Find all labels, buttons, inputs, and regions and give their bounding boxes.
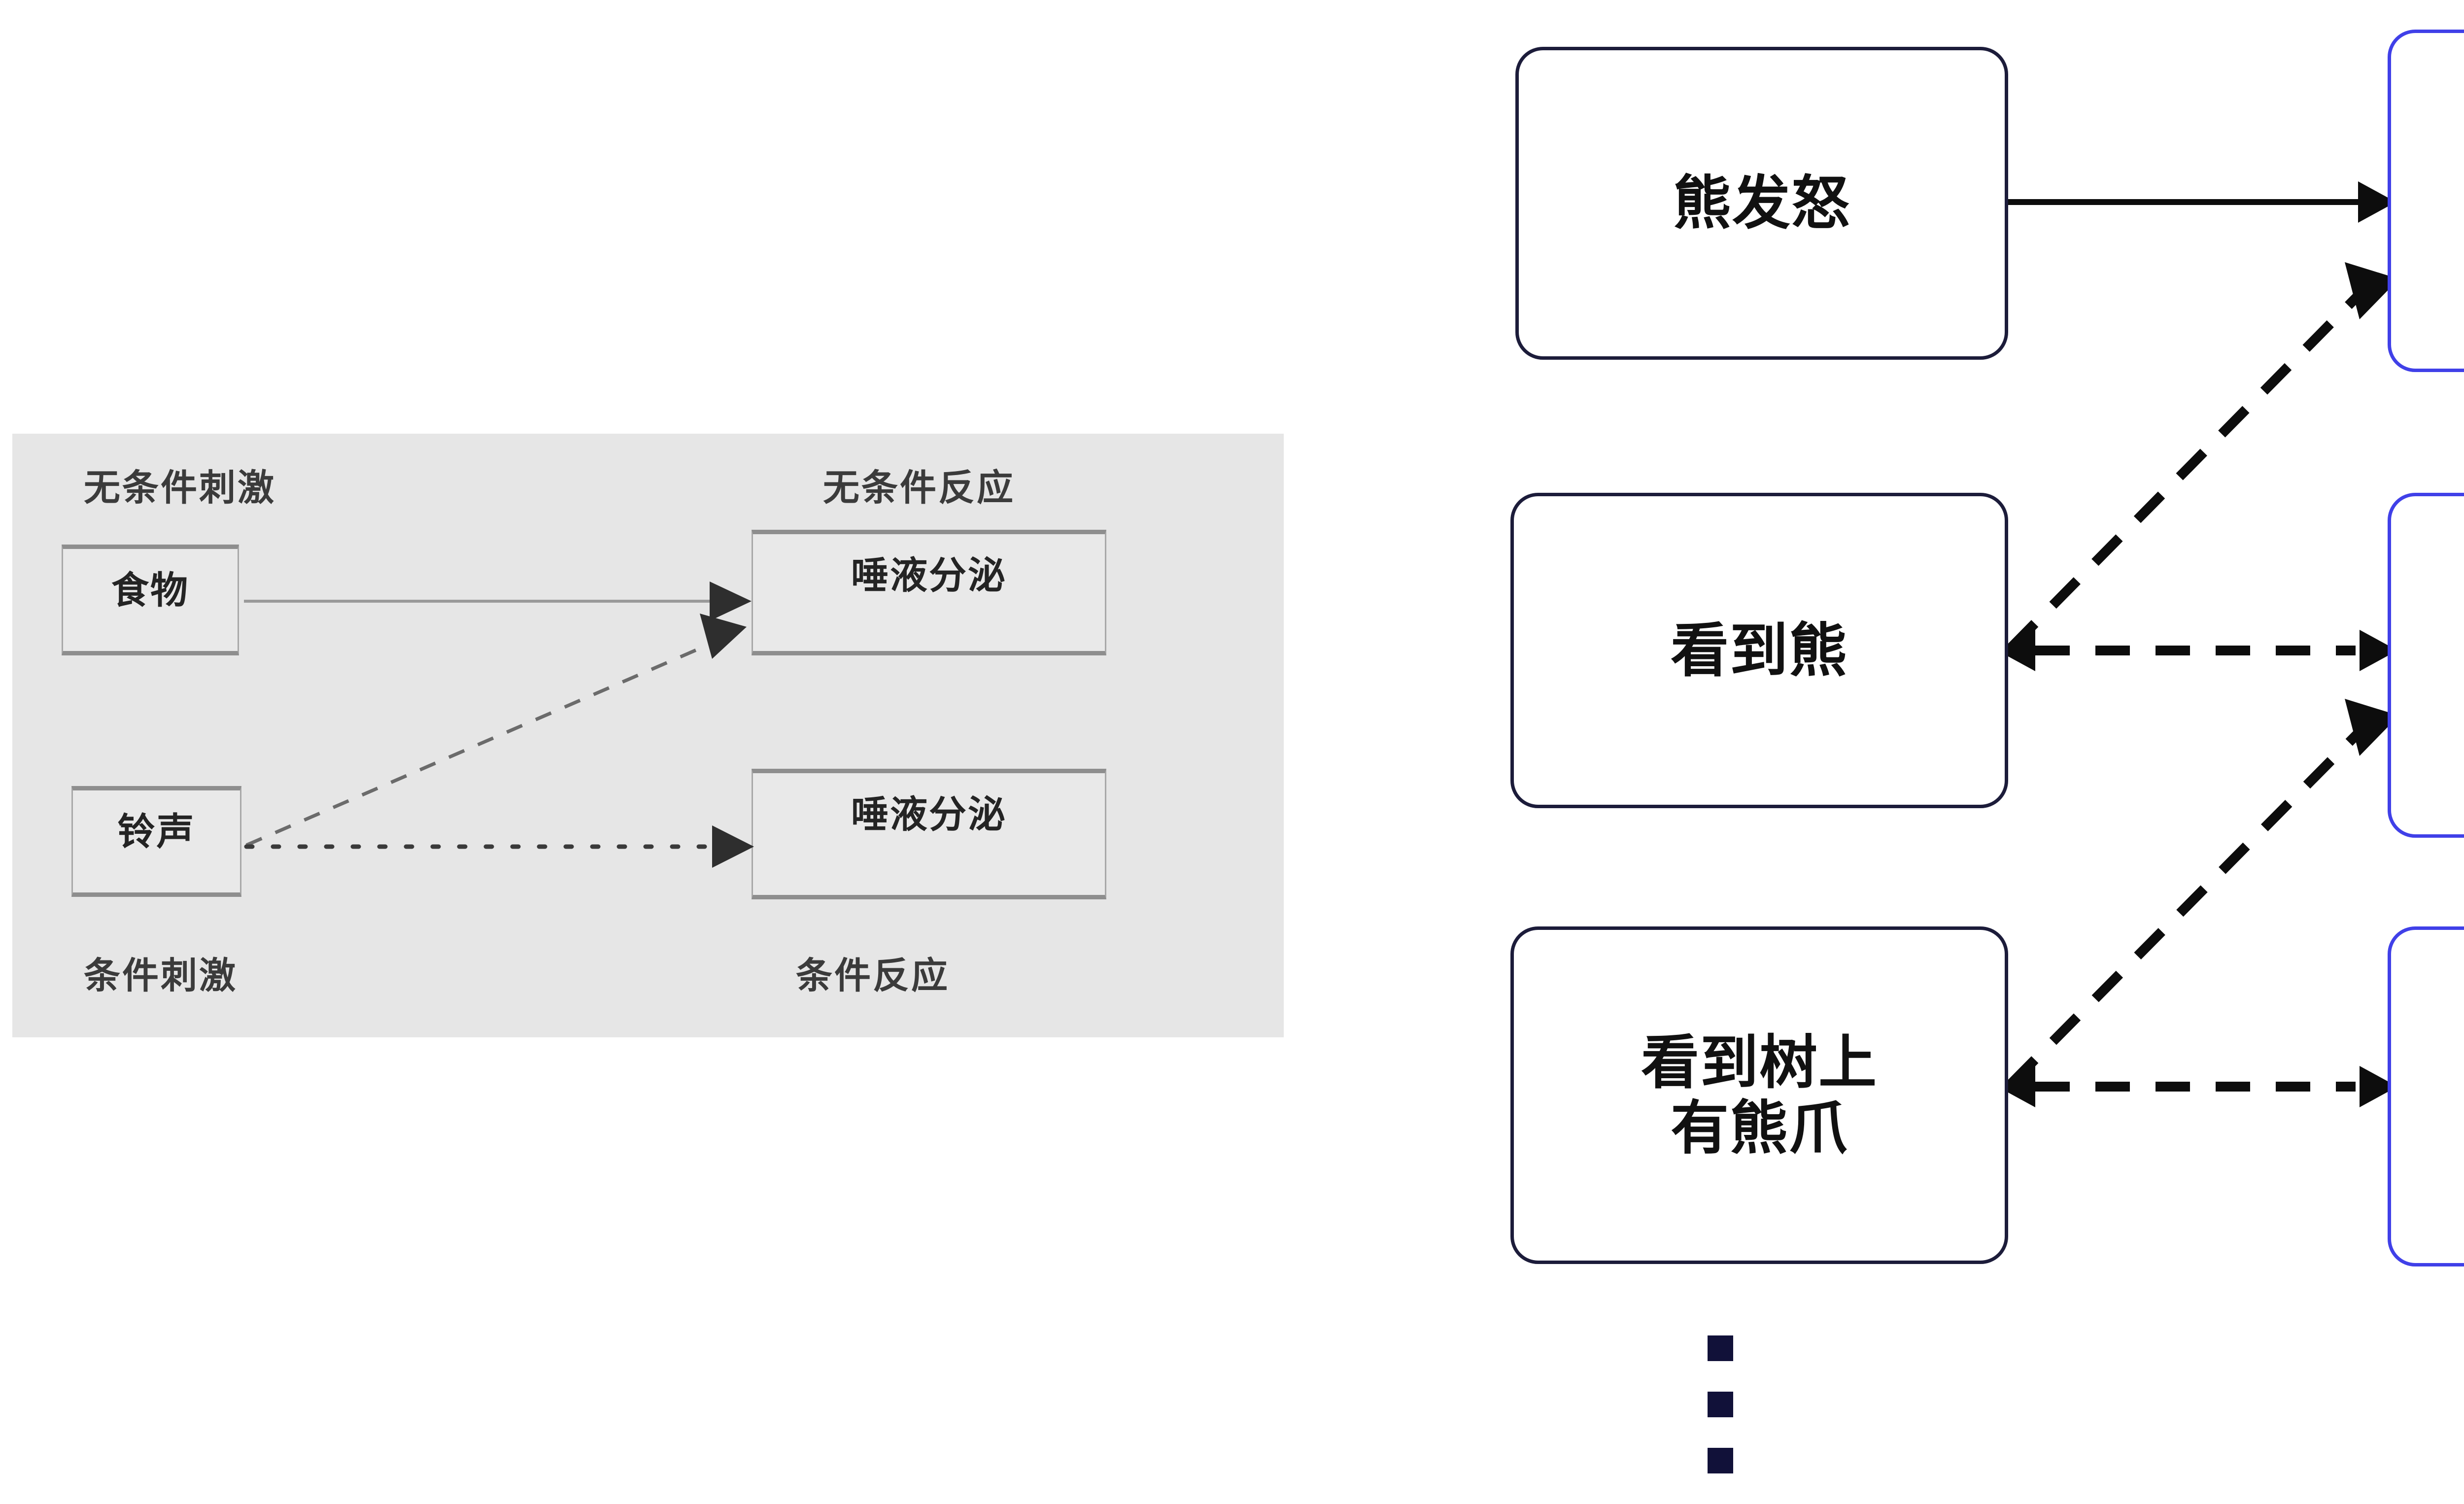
arrow-see-bear-to-reward — [2007, 262, 2399, 652]
rl-box-see-bear-label: 看到熊 — [1670, 616, 1848, 684]
rl-box-value-state[interactable]: V(s) — [2388, 926, 2464, 1266]
label-unconditioned-stimulus: 无条件刺激 — [84, 467, 276, 509]
pavlov-arrows-layer — [244, 581, 754, 868]
rl-claw-line-1: 看到树上 — [1641, 1028, 1878, 1097]
pavlov-conditioning-panel: 无条件刺激 无条件反应 条件刺激 条件反应 食物 铃声 唾液分泌 唾液分泌 — [12, 434, 1284, 1037]
arrow-see-bear-to-value-next-state — [1997, 630, 2397, 671]
ellipsis-left-column — [1708, 1335, 1733, 1504]
label-unconditioned-response: 无条件反应 — [823, 467, 1015, 509]
ellipsis-dot — [1708, 1448, 1733, 1473]
pavlov-arrow-bell-to-salivation-top — [245, 614, 747, 847]
arrow-see-claw-to-value-state — [1997, 1066, 2397, 1107]
rl-value-diagram-panel: 熊发怒 看到熊 看到树上 有熊爪 奖励 V(s′) V(s) — [1454, 0, 2464, 1499]
rl-arrows-layer — [1997, 181, 2399, 1107]
arrow-bear-angry-to-reward — [2008, 181, 2396, 223]
pavlov-arrow-food-to-salivation — [244, 581, 752, 621]
rl-box-see-claw-on-tree[interactable]: 看到树上 有熊爪 — [1510, 926, 2008, 1264]
label-conditioned-stimulus: 条件刺激 — [84, 955, 238, 997]
label-conditioned-response: 条件反应 — [796, 955, 950, 997]
rl-claw-line-2: 有熊爪 — [1670, 1094, 1848, 1162]
ellipsis-dot — [1708, 1335, 1733, 1361]
rl-box-bear-angry[interactable]: 熊发怒 — [1515, 47, 2008, 360]
rl-box-see-claw-on-tree-label: 看到树上 有熊爪 — [1641, 1030, 1878, 1160]
rl-box-value-next-state[interactable]: V(s′) — [2388, 493, 2464, 838]
arrow-see-claw-to-value-next-state — [2007, 699, 2399, 1088]
rl-box-bear-angry-label: 熊发怒 — [1673, 169, 1850, 238]
pavlov-box-salivation-bottom: 唾液分泌 — [752, 769, 1106, 899]
pavlov-arrow-bell-to-salivation-bottom — [244, 825, 754, 868]
rl-box-reward[interactable]: 奖励 — [2388, 30, 2464, 372]
pavlov-box-bell: 铃声 — [71, 786, 241, 897]
rl-box-see-bear[interactable]: 看到熊 — [1510, 493, 2008, 808]
pavlov-box-salivation-top: 唾液分泌 — [752, 530, 1106, 655]
pavlov-box-food: 食物 — [62, 545, 239, 655]
ellipsis-dot — [1708, 1392, 1733, 1417]
